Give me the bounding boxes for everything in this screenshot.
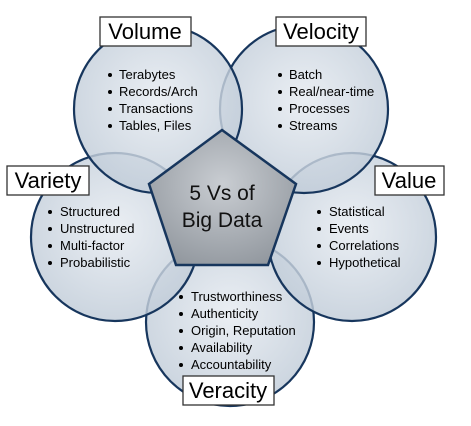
value-label-box — [374, 165, 445, 196]
value-item: Events — [329, 221, 369, 236]
veracity-item: Authenticity — [191, 306, 259, 321]
bullet-icon — [48, 244, 52, 248]
veracity-item: Origin, Reputation — [191, 323, 296, 338]
variety-item: Multi-factor — [60, 238, 125, 253]
bullet-icon — [317, 227, 321, 231]
value-item-list: Statistical Events Correlations Hypothet… — [317, 204, 401, 270]
velocity-label-box — [275, 16, 367, 47]
veracity-label-box — [182, 375, 275, 406]
volume-item-list: Terabytes Records/Arch Transactions Tabl… — [108, 67, 198, 133]
variety-item: Structured — [60, 204, 120, 219]
veracity-label: Veracity — [189, 378, 267, 403]
velocity-label: Velocity — [283, 19, 359, 44]
volume-item: Records/Arch — [119, 84, 198, 99]
variety-item: Unstructured — [60, 221, 134, 236]
volume-item: Terabytes — [119, 67, 176, 82]
bullet-icon — [278, 73, 282, 77]
value-item: Correlations — [329, 238, 400, 253]
velocity-item: Batch — [289, 67, 322, 82]
value-item: Hypothetical — [329, 255, 401, 270]
velocity-item: Processes — [289, 101, 350, 116]
value-label: Value — [382, 168, 437, 193]
bullet-icon — [108, 90, 112, 94]
variety-item-list: Structured Unstructured Multi-factor Pro… — [48, 204, 134, 270]
variety-label: Variety — [15, 168, 82, 193]
veracity-item: Accountability — [191, 357, 272, 372]
volume-group: Volume Terabytes Records/Arch Transactio… — [99, 16, 198, 133]
bullet-icon — [179, 346, 183, 350]
veracity-item: Trustworthiness — [191, 289, 283, 304]
bullet-icon — [108, 107, 112, 111]
value-group: Value Statistical Events Correlations Hy… — [317, 165, 445, 270]
volume-item: Transactions — [119, 101, 193, 116]
bullet-icon — [278, 90, 282, 94]
bullet-icon — [179, 312, 183, 316]
bullet-icon — [179, 363, 183, 367]
value-item: Statistical — [329, 204, 385, 219]
bullet-icon — [108, 73, 112, 77]
bullet-icon — [317, 261, 321, 265]
bullet-icon — [179, 329, 183, 333]
bullet-icon — [108, 124, 112, 128]
center-title-line2: Big Data — [182, 209, 263, 232]
variety-group: Variety Structured Unstructured Multi-fa… — [6, 165, 134, 270]
bullet-icon — [317, 210, 321, 214]
veracity-group: Trustworthiness Authenticity Origin, Rep… — [179, 289, 296, 406]
volume-item: Tables, Files — [119, 118, 192, 133]
velocity-group: Velocity Batch Real/near-time Processes … — [275, 16, 374, 133]
bullet-icon — [179, 295, 183, 299]
variety-label-box — [6, 165, 90, 196]
volume-label-box — [99, 16, 192, 47]
volume-label: Volume — [108, 19, 181, 44]
bullet-icon — [317, 244, 321, 248]
center-title-line1: 5 Vs of — [189, 182, 255, 205]
velocity-item-list: Batch Real/near-time Processes Streams — [278, 67, 374, 133]
bullet-icon — [48, 210, 52, 214]
bullet-icon — [278, 124, 282, 128]
veracity-item-list: Trustworthiness Authenticity Origin, Rep… — [179, 289, 296, 372]
bullet-icon — [48, 261, 52, 265]
bullet-icon — [278, 107, 282, 111]
velocity-item: Real/near-time — [289, 84, 374, 99]
velocity-item: Streams — [289, 118, 338, 133]
veracity-item: Availability — [191, 340, 253, 355]
variety-item: Probabilistic — [60, 255, 131, 270]
center-pentagon — [147, 128, 298, 267]
bullet-icon — [48, 227, 52, 231]
